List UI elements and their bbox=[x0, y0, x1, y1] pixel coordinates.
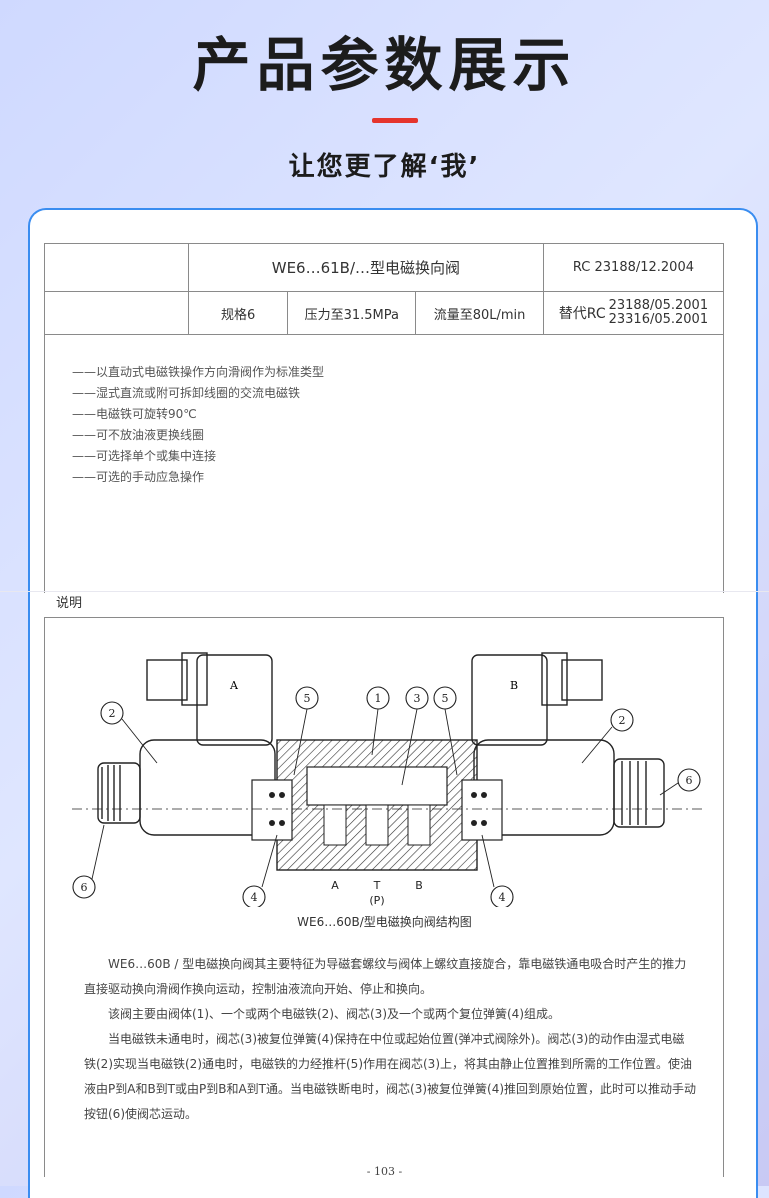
right-solenoid bbox=[471, 652, 665, 836]
solenoid-a-label: A bbox=[229, 679, 239, 692]
solenoid-b-label: B bbox=[510, 679, 518, 692]
description-paragraph: WE6…60B / 型电磁换向阀其主要特征为导磁套螺纹与阀体上螺纹直接旋合，靠电… bbox=[84, 957, 687, 996]
port-labels: A T B (P) bbox=[331, 879, 423, 907]
feature-item: ——可不放油液更换线圈 bbox=[72, 428, 205, 442]
feature-list: ——以直动式电磁铁操作方向滑阀作为标准类型 ——湿式直流或附可拆卸线圈的交流电磁… bbox=[72, 362, 324, 488]
valve-body bbox=[251, 739, 503, 871]
feature-item: ——以直动式电磁铁操作方向滑阀作为标准类型 bbox=[72, 365, 325, 379]
svg-text:4: 4 bbox=[251, 891, 258, 904]
svg-text:(P): (P) bbox=[369, 894, 384, 907]
spec-replace: 替代RC 23188/05.2001 23316/05.2001 bbox=[542, 291, 725, 335]
svg-text:2: 2 bbox=[619, 714, 626, 727]
left-solenoid bbox=[97, 652, 276, 836]
feature-item: ——湿式直流或附可拆卸线圈的交流电磁铁 bbox=[72, 386, 301, 400]
svg-text:T: T bbox=[373, 879, 381, 892]
spec-blank-cell-2 bbox=[44, 291, 189, 335]
valve-structure-diagram: A B 2 5 1 3 bbox=[72, 652, 702, 907]
section-label: 说明 bbox=[56, 596, 83, 611]
hero-subtitle: 让您更了解‘我’ bbox=[288, 152, 481, 182]
feature-item: ——可选择单个或集中连接 bbox=[72, 449, 217, 463]
feature-item: ——可选的手动应急操作 bbox=[72, 470, 205, 484]
svg-text:2: 2 bbox=[109, 707, 116, 720]
svg-text:5: 5 bbox=[304, 692, 311, 705]
spec-size: 规格6 bbox=[187, 291, 289, 335]
svg-text:6: 6 bbox=[81, 881, 88, 894]
spec-replace-label: 替代RC bbox=[558, 306, 606, 322]
spec-replace-1: 23188/05.2001 bbox=[608, 298, 709, 313]
spec-table: WE6…61B/…型电磁换向阀 RC 23188/12.2004 规格6 压力至… bbox=[44, 243, 725, 335]
title-accent-bar bbox=[372, 118, 418, 123]
description-paragraph: 该阀主要由阀体(1)、一个或两个电磁铁(2)、阀芯(3)及一个或两个复位弹簧(4… bbox=[108, 1007, 560, 1021]
description-text: WE6…60B / 型电磁换向阀其主要特征为导磁套螺纹与阀体上螺纹直接旋合，靠电… bbox=[84, 952, 696, 1127]
svg-text:4: 4 bbox=[499, 891, 506, 904]
content-card bbox=[28, 208, 758, 1198]
description-paragraph: 当电磁铁未通电时，阀芯(3)被复位弹簧(4)保持在中位或起始位置(弹冲式阀除外)… bbox=[84, 1032, 697, 1121]
spec-table-wrapper: WE6…61B/…型电磁换向阀 RC 23188/12.2004 规格6 压力至… bbox=[44, 243, 725, 335]
diagram-caption: WE6…60B/型电磁换向阀结构图 bbox=[297, 915, 472, 929]
features-box bbox=[44, 333, 724, 593]
spec-pressure: 压力至31.5MPa bbox=[287, 291, 417, 335]
hero-title: 产品参数展示 bbox=[192, 31, 577, 99]
diagram-box bbox=[44, 617, 724, 1177]
leader-lines bbox=[91, 708, 679, 888]
spec-rc-code: RC 23188/12.2004 bbox=[542, 243, 725, 292]
svg-text:6: 6 bbox=[686, 774, 693, 787]
page-number: - 103 - bbox=[366, 1165, 403, 1178]
spec-flow: 流量至80L/min bbox=[415, 291, 544, 335]
spec-model: WE6…61B/…型电磁换向阀 bbox=[187, 243, 544, 292]
section-divider bbox=[0, 591, 769, 592]
spec-replace-2: 23316/05.2001 bbox=[608, 312, 709, 327]
svg-text:5: 5 bbox=[442, 692, 449, 705]
svg-text:A: A bbox=[331, 879, 339, 892]
feature-item: ——电磁铁可旋转90℃ bbox=[72, 407, 197, 421]
svg-text:3: 3 bbox=[414, 692, 421, 705]
callout-labels: 2 5 1 3 5 2 6 6 4 4 bbox=[81, 692, 693, 904]
svg-text:B: B bbox=[415, 879, 423, 892]
svg-text:1: 1 bbox=[375, 692, 382, 705]
spec-blank-cell bbox=[44, 243, 189, 292]
